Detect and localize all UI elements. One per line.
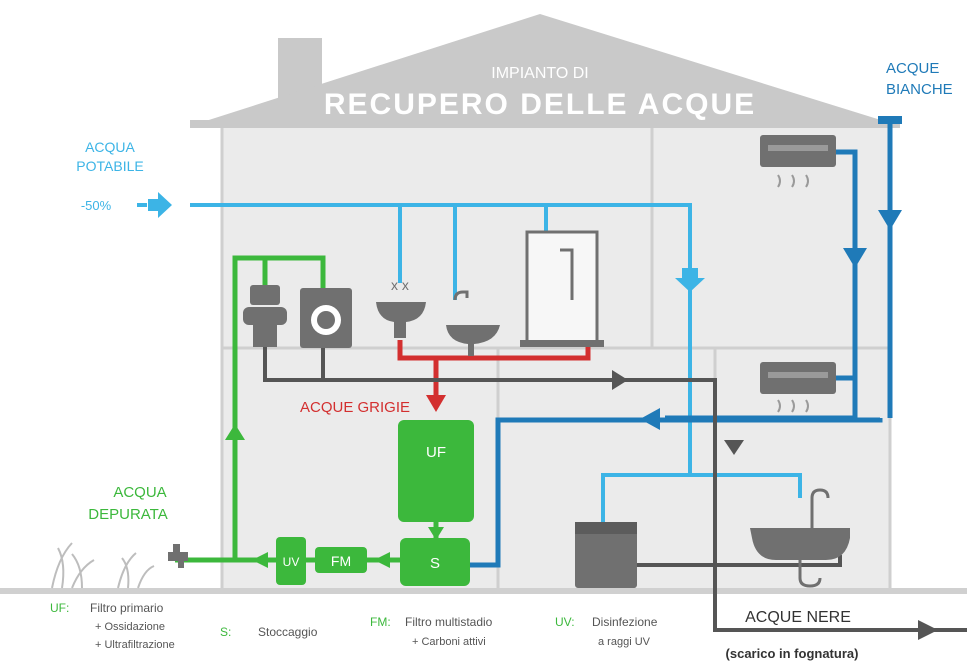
purified-arrow-2 [374, 552, 390, 568]
garden-tap-icon [168, 544, 188, 568]
black-water-arrow-1 [612, 370, 628, 390]
white-water-arrow-3 [640, 408, 660, 430]
dishwasher-icon [575, 522, 637, 588]
air-conditioner-icon [760, 135, 836, 188]
black-water-arrow-2 [724, 440, 744, 455]
white-water-network [470, 118, 893, 568]
grey-water-arrow [426, 395, 446, 412]
legend-item-uf: UF: Filtro primario + Ossidazione + Ultr… [50, 601, 175, 651]
legend-item-uv: UV: Disinfezione a raggi UV [555, 615, 658, 648]
legend-key-s: S: [220, 625, 231, 639]
legend-text-uv-1: Disinfezione [592, 615, 658, 629]
label-acqua-depurata-1: ACQUA [113, 484, 166, 501]
gutter-icon [878, 116, 902, 124]
black-water-arrow-3 [918, 620, 938, 640]
label-acqua-potabile-2: POTABILE [76, 158, 143, 174]
legend-text-uf-3: + Ultrafiltrazione [95, 639, 175, 651]
roof [190, 14, 900, 126]
label-acque-bianche-2: BIANCHE [886, 81, 953, 98]
air-conditioner-icon [760, 362, 836, 413]
title-line-2: RECUPERO DELLE ACQUE [324, 88, 756, 121]
toilet-icon [243, 285, 287, 347]
fm-label: FM [331, 553, 351, 569]
legend-text-fm-1: Filtro multistadio [405, 615, 493, 629]
legend-text-uf-2: + Ossidazione [95, 621, 165, 633]
uf-label: UF [426, 444, 446, 461]
white-water-arrow-1 [843, 248, 867, 268]
legend-text-fm-2: + Carboni attivi [412, 636, 486, 648]
storage-unit [400, 538, 470, 586]
ground [0, 588, 967, 594]
label-acqua-potabile-1: ACQUA [85, 139, 135, 155]
legend-key-uv: UV: [555, 615, 575, 629]
label-acque-nere-2: (scarico in fognatura) [726, 646, 859, 661]
label-acque-grigie: ACQUE GRIGIE [300, 399, 410, 416]
washbasin-icon [446, 290, 500, 356]
legend-item-s: S: Stoccaggio [220, 625, 318, 639]
grass-icon [51, 542, 155, 589]
legend-key-fm: FM: [370, 615, 391, 629]
sink-icon: x x [376, 277, 426, 338]
legend-item-fm: FM: Filtro multistadio + Carboni attivi [370, 615, 493, 648]
uf-unit [398, 420, 474, 522]
fm-unit [315, 547, 367, 573]
label-savings: -50% [81, 198, 112, 213]
legend-text-s-1: Stoccaggio [258, 625, 318, 639]
legend-text-uv-2: a raggi UV [598, 636, 651, 648]
uv-unit [276, 537, 306, 585]
purified-arrow-1 [252, 552, 268, 568]
legend-text-uf-1: Filtro primario [90, 601, 164, 615]
kitchen-sink-icon [750, 488, 850, 588]
label-acqua-depurata-2: DEPURATA [88, 506, 167, 523]
grey-water-network [397, 340, 591, 395]
black-water-network [263, 345, 967, 632]
potable-inlet-arrow [148, 192, 172, 218]
label-acque-bianche-1: ACQUE [886, 60, 939, 77]
label-acque-nere-1: ACQUE NERE [745, 609, 851, 626]
title-line-1: IMPIANTO DI [491, 65, 589, 82]
potable-down-arrow [675, 268, 705, 292]
shower-icon [520, 230, 604, 347]
uv-label: UV [283, 555, 300, 569]
svg-text:x x: x x [391, 277, 409, 293]
purified-up-arrow [225, 424, 245, 440]
purified-arrow-3 [428, 527, 444, 540]
white-water-arrow-2 [878, 210, 902, 230]
washing-machine-icon [300, 288, 352, 348]
legend: UF: Filtro primario + Ossidazione + Ultr… [50, 601, 658, 651]
legend-key-uf: UF: [50, 601, 69, 615]
storage-label: S [430, 555, 440, 572]
